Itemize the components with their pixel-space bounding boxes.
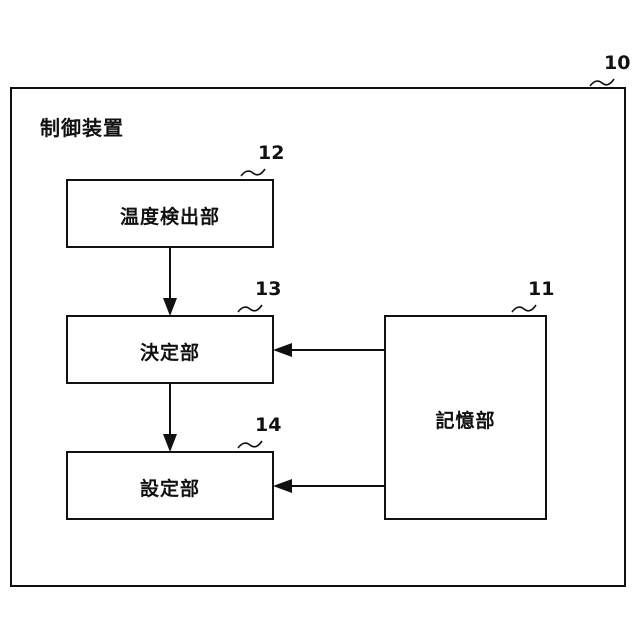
ref-13-leader (238, 305, 262, 312)
ref-number-13: 13 (255, 278, 281, 300)
ref-number-10: 10 (604, 52, 630, 74)
ref-14-leader (238, 441, 262, 448)
decision-unit-label: 決定部 (67, 338, 273, 365)
ref-12-leader (241, 169, 265, 176)
arrow-decision-to-setting (163, 383, 177, 452)
setting-unit-label: 設定部 (67, 474, 273, 501)
ref-11-leader (512, 305, 536, 312)
arrow-temp-to-decision (163, 247, 177, 316)
ref-10-leader (590, 79, 614, 86)
ref-number-12: 12 (258, 142, 284, 164)
temperature-detector-label: 温度検出部 (67, 202, 273, 229)
arrow-storage-to-decision (273, 343, 385, 357)
ref-number-14: 14 (255, 414, 281, 436)
control-device-title: 制御装置 (40, 112, 124, 141)
ref-number-11: 11 (528, 278, 554, 300)
arrow-storage-to-setting (273, 479, 385, 493)
storage-unit-label: 記憶部 (385, 406, 546, 433)
